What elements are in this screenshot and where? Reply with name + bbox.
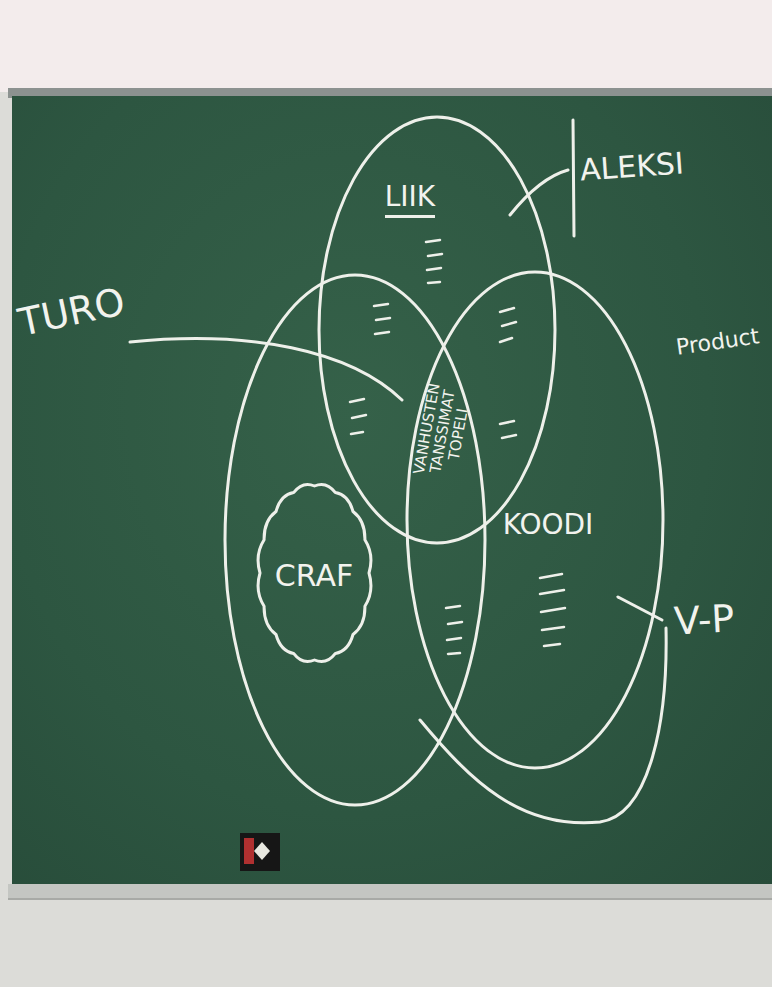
- person-name: V-P: [673, 598, 736, 643]
- right-ellipse-shape: [407, 272, 663, 768]
- dash-marks: [350, 240, 565, 654]
- person-name: ALEKSI: [579, 146, 685, 186]
- left-ellipse: [225, 275, 485, 805]
- idea-text: VANHUSTEN TANSSIMAT TOPELI: [411, 379, 475, 486]
- craf-cloud-shape: [258, 484, 371, 661]
- top-ellipse-shape: [319, 117, 555, 543]
- top-ellipse: LIIK: [317, 115, 557, 545]
- note-text: Product: [675, 324, 761, 360]
- top-ellipse-outline: [317, 115, 557, 545]
- chalk-tray: [8, 884, 772, 900]
- leader-line: [130, 339, 402, 400]
- node-text: LIIK: [385, 182, 435, 219]
- craf-cloud: CRAF: [252, 478, 377, 668]
- leader-line: [420, 628, 666, 823]
- eraser: [240, 833, 280, 871]
- right-ellipse: KOODI: [405, 270, 665, 770]
- node-text: KOODI: [503, 510, 594, 541]
- wall: [0, 0, 772, 92]
- chalkboard: [12, 96, 772, 886]
- chalk-stroke: [573, 120, 574, 236]
- node-text: CRAF: [275, 559, 353, 592]
- person-name: TURO: [15, 281, 129, 344]
